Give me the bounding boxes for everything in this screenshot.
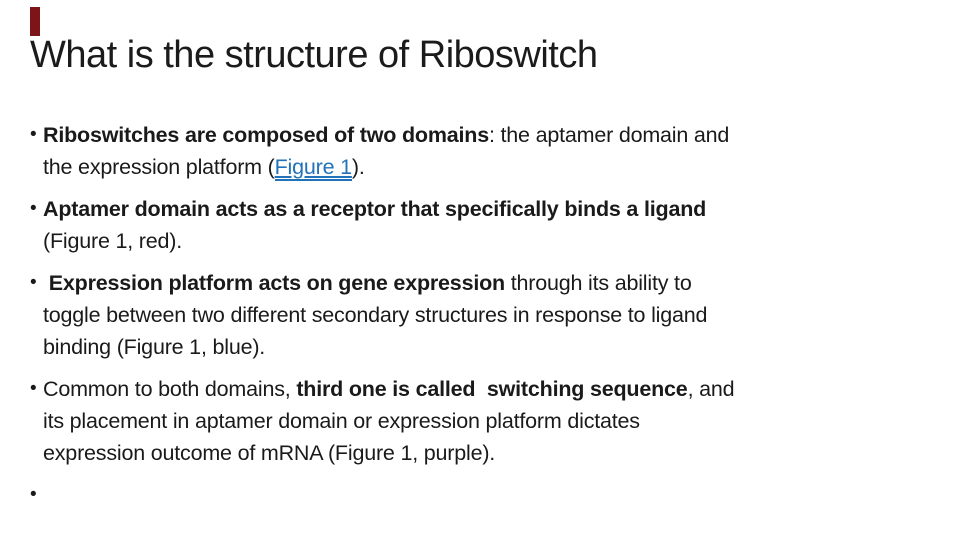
text-segment: Common to both domains, bbox=[43, 376, 297, 401]
bullet-item: • Expression platform acts on gene expre… bbox=[30, 267, 934, 363]
text-segment: (Figure 1, red). bbox=[43, 228, 182, 253]
bullet-item: • Common to both domains, third one is ca… bbox=[30, 373, 934, 469]
bullet-icon: • bbox=[30, 483, 37, 505]
bullet-text: Expression platform acts on gene express… bbox=[43, 267, 707, 363]
bullet-item: • bbox=[30, 479, 934, 511]
text-segment: : the aptamer domain and the expression … bbox=[43, 122, 730, 179]
slide-title: What is the structure of Riboswitch bbox=[30, 34, 598, 76]
figure-1-link[interactable]: Figure 1 bbox=[274, 154, 352, 181]
text-segment: third one is called switching sequence bbox=[296, 376, 688, 401]
bullet-list: • Riboswitches are composed of two domain… bbox=[30, 119, 934, 511]
bullet-icon: • bbox=[30, 377, 37, 399]
bullet-text: Riboswitches are composed of two domains… bbox=[43, 119, 729, 183]
bullet-icon: • bbox=[30, 271, 37, 293]
bullet-text: Common to both domains, third one is cal… bbox=[43, 373, 735, 469]
bullet-text: Aptamer domain acts as a receptor that s… bbox=[43, 193, 706, 257]
text-segment: , and its placement in aptamer domain or… bbox=[43, 376, 735, 465]
bullet-item: • Riboswitches are composed of two domain… bbox=[30, 119, 934, 183]
text-segment: ). bbox=[351, 154, 365, 179]
bullet-icon: • bbox=[30, 123, 37, 145]
text-segment: through its ability to toggle between tw… bbox=[43, 270, 708, 359]
text-segment: Aptamer domain acts as a receptor that s… bbox=[43, 196, 707, 221]
bullet-item: • Aptamer domain acts as a receptor that … bbox=[30, 193, 934, 257]
accent-bar bbox=[30, 7, 40, 36]
text-segment: Riboswitches are composed of two domains bbox=[43, 122, 489, 147]
bullet-icon: • bbox=[30, 197, 37, 219]
text-segment: Expression platform acts on gene express… bbox=[43, 270, 505, 295]
